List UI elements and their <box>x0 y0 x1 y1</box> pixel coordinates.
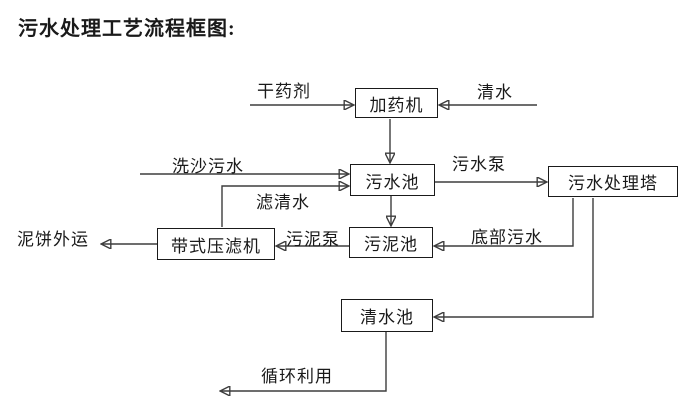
node-belt-filter-press-label: 带式压滤机 <box>171 236 261 256</box>
flow-label-sewage-pump: 污水泵 <box>452 155 506 174</box>
diagram-title: 污水处理工艺流程框图: <box>18 18 236 40</box>
flow-label-dry-agent: 干药剂 <box>257 82 311 101</box>
flow-label-bottom-sewage: 底部污水 <box>471 228 543 247</box>
node-dosing-machine: 加药机 <box>355 88 438 118</box>
connector-filtered-water-press-to-sewage-pool <box>221 186 348 227</box>
connector-tower-to-clean-water-pool <box>435 198 594 317</box>
connector-clean-water-pool-to-recycle <box>221 332 387 391</box>
node-sewage-pool-label: 污水池 <box>365 172 420 192</box>
node-dosing-machine-label: 加药机 <box>369 95 424 115</box>
connector-tower-bottom-sewage-to-sludge-pool <box>435 198 574 246</box>
node-treatment-tower-label: 污水处理塔 <box>568 174 658 193</box>
flow-label-sand-wash-sewage: 洗沙污水 <box>172 157 244 176</box>
node-sludge-pool: 污泥池 <box>349 227 433 258</box>
flow-label-filtered-water: 滤清水 <box>256 193 310 212</box>
node-clean-water-pool-label: 清水池 <box>360 308 414 327</box>
node-sewage-pool: 污水池 <box>350 164 435 196</box>
flow-label-mud-cake-out: 泥饼外运 <box>17 230 89 249</box>
node-clean-water-pool: 清水池 <box>341 299 433 332</box>
flow-label-clean-water: 清水 <box>477 83 513 102</box>
flow-label-recycle-use: 循环利用 <box>261 367 333 386</box>
flow-label-sludge-pump: 污泥泵 <box>286 230 340 249</box>
node-belt-filter-press: 带式压滤机 <box>157 228 275 260</box>
node-sludge-pool-label: 污泥池 <box>364 235 418 254</box>
node-treatment-tower: 污水处理塔 <box>548 166 678 197</box>
